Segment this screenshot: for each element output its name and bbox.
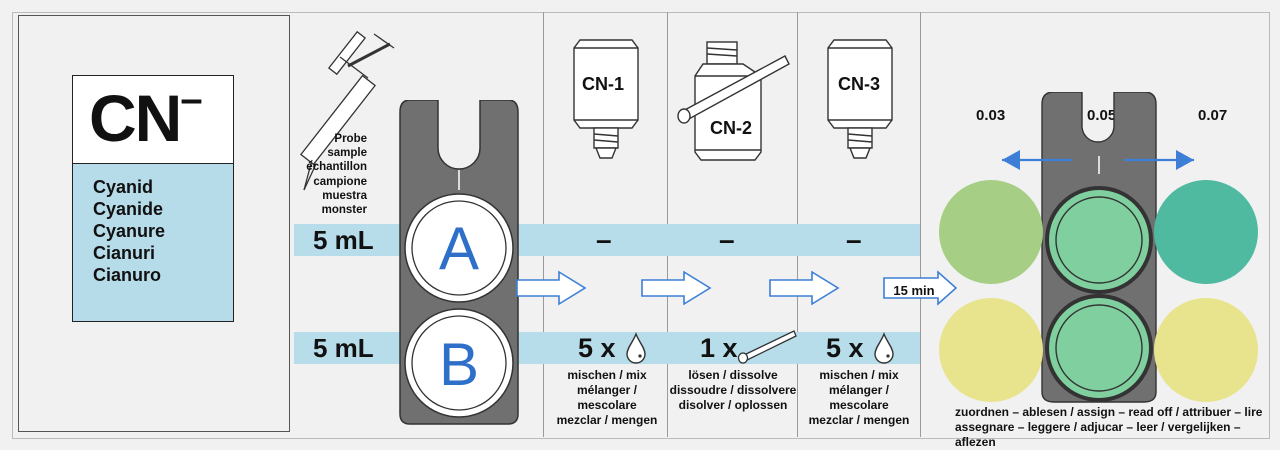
- card-border: [12, 12, 1270, 439]
- formula-area: CN–: [73, 76, 233, 164]
- step1-instruction-line: mischen / mix: [567, 368, 647, 382]
- volume-b: 5 mL: [313, 333, 374, 363]
- sample-label-en: sample: [327, 147, 367, 160]
- step2-row-b: 1 x: [700, 333, 738, 363]
- arrow-right-icon: [641, 270, 712, 306]
- step3-instruction-line: mélanger / mescolare: [828, 383, 890, 412]
- reagent-cn3: CN-3: [838, 74, 881, 94]
- drop-icon: [626, 332, 646, 364]
- drop-icon: [874, 332, 894, 364]
- swatch-high-top: [1154, 180, 1258, 284]
- step2-instruction-line: lösen / dissolve: [688, 368, 778, 382]
- step3-row-a: –: [846, 224, 862, 255]
- name-it: Cianuri: [93, 243, 156, 263]
- formula: CN–: [89, 77, 203, 155]
- sample-label-de: Probe: [334, 133, 367, 145]
- step1-instruction-line: mezclar / mengen: [556, 413, 658, 427]
- parameter-names: Cyanid Cyanide Cyanure Cianuri Cianuro: [73, 164, 233, 321]
- sample-label: Probe sample échantillon campione muestr…: [306, 132, 367, 217]
- name-es: Cianuro: [93, 265, 162, 285]
- comparator-instruction-line: assegnare – leggere / adjucar – leer / v…: [955, 420, 1241, 449]
- sample-label-fr: échantillon: [306, 161, 367, 174]
- name-de: Cyanid: [93, 177, 154, 197]
- volume-a: 5 mL: [313, 225, 374, 255]
- syringe-icon: [300, 30, 395, 191]
- swatch-high-bottom: [1154, 298, 1258, 402]
- arrow-right-icon: [769, 270, 840, 306]
- step1-instructions: mischen / mix mélanger / mescolare mezcl…: [548, 368, 666, 428]
- sample-holder: [399, 100, 519, 425]
- concentration-high: 0.07: [1198, 107, 1228, 124]
- swatch-mid-top: [1049, 190, 1149, 290]
- step2-instruction-line: dissoudre / dissolvere: [669, 383, 797, 397]
- row-b-band: [294, 332, 920, 364]
- row-a-band: [294, 224, 920, 256]
- arrow-right-icon: [516, 270, 587, 306]
- formula-superscript: –: [180, 77, 202, 121]
- swatch-low-bottom: [939, 298, 1043, 402]
- left-panel-border: [18, 15, 290, 432]
- step1-row-b: 5 x: [578, 333, 616, 363]
- step3-instructions: mischen / mix mélanger / mescolare mezcl…: [799, 368, 919, 428]
- cuvette-letter-a: A: [438, 215, 480, 282]
- name-en: Cyanide: [93, 199, 164, 219]
- bottle-cn3-icon: [827, 39, 893, 159]
- reagent-cn2: CN-2: [710, 118, 753, 138]
- bottle-cn1-icon: [573, 39, 639, 159]
- step3-instruction-line: mischen / mix: [819, 368, 899, 382]
- comparator-instructions: zuordnen – ablesen / assign – read off /…: [955, 405, 1280, 450]
- bottle-cn2-icon: [677, 41, 790, 161]
- step1-row-a: –: [596, 224, 612, 255]
- swatch-low-top: [939, 180, 1043, 284]
- parameter-label: CN– Cyanid Cyanide Cyanure Cianuri Cianu…: [72, 75, 234, 322]
- concentration-mid: 0.05: [1087, 107, 1117, 124]
- step2-instructions: lösen / dissolve dissoudre / dissolvere …: [669, 368, 797, 413]
- arrow-right-icon: [883, 270, 958, 306]
- reagent-cn1: CN-1: [582, 74, 625, 94]
- step1-instruction-line: mélanger / mescolare: [576, 383, 638, 412]
- step2-row-a: –: [719, 224, 735, 255]
- name-fr: Cyanure: [93, 221, 166, 241]
- sample-label-nl: monster: [321, 204, 367, 217]
- sample-label-it: campione: [313, 175, 367, 188]
- step3-instruction-line: mezclar / mengen: [808, 413, 910, 427]
- cuvette-letter-b: B: [438, 331, 480, 398]
- color-comparator: [939, 92, 1258, 403]
- step2-instruction-line: disolver / oplossen: [678, 398, 788, 412]
- wait-time: 15 min: [893, 283, 935, 298]
- swatch-mid-bottom: [1049, 298, 1149, 398]
- spoon-icon: [737, 330, 797, 364]
- column-divider: [920, 12, 921, 437]
- concentration-low: 0.03: [976, 107, 1006, 124]
- sample-label-es: muestra: [322, 189, 367, 202]
- step3-row-b: 5 x: [826, 333, 864, 363]
- comparator-instruction-line: zuordnen – ablesen / assign – read off /…: [955, 405, 1263, 419]
